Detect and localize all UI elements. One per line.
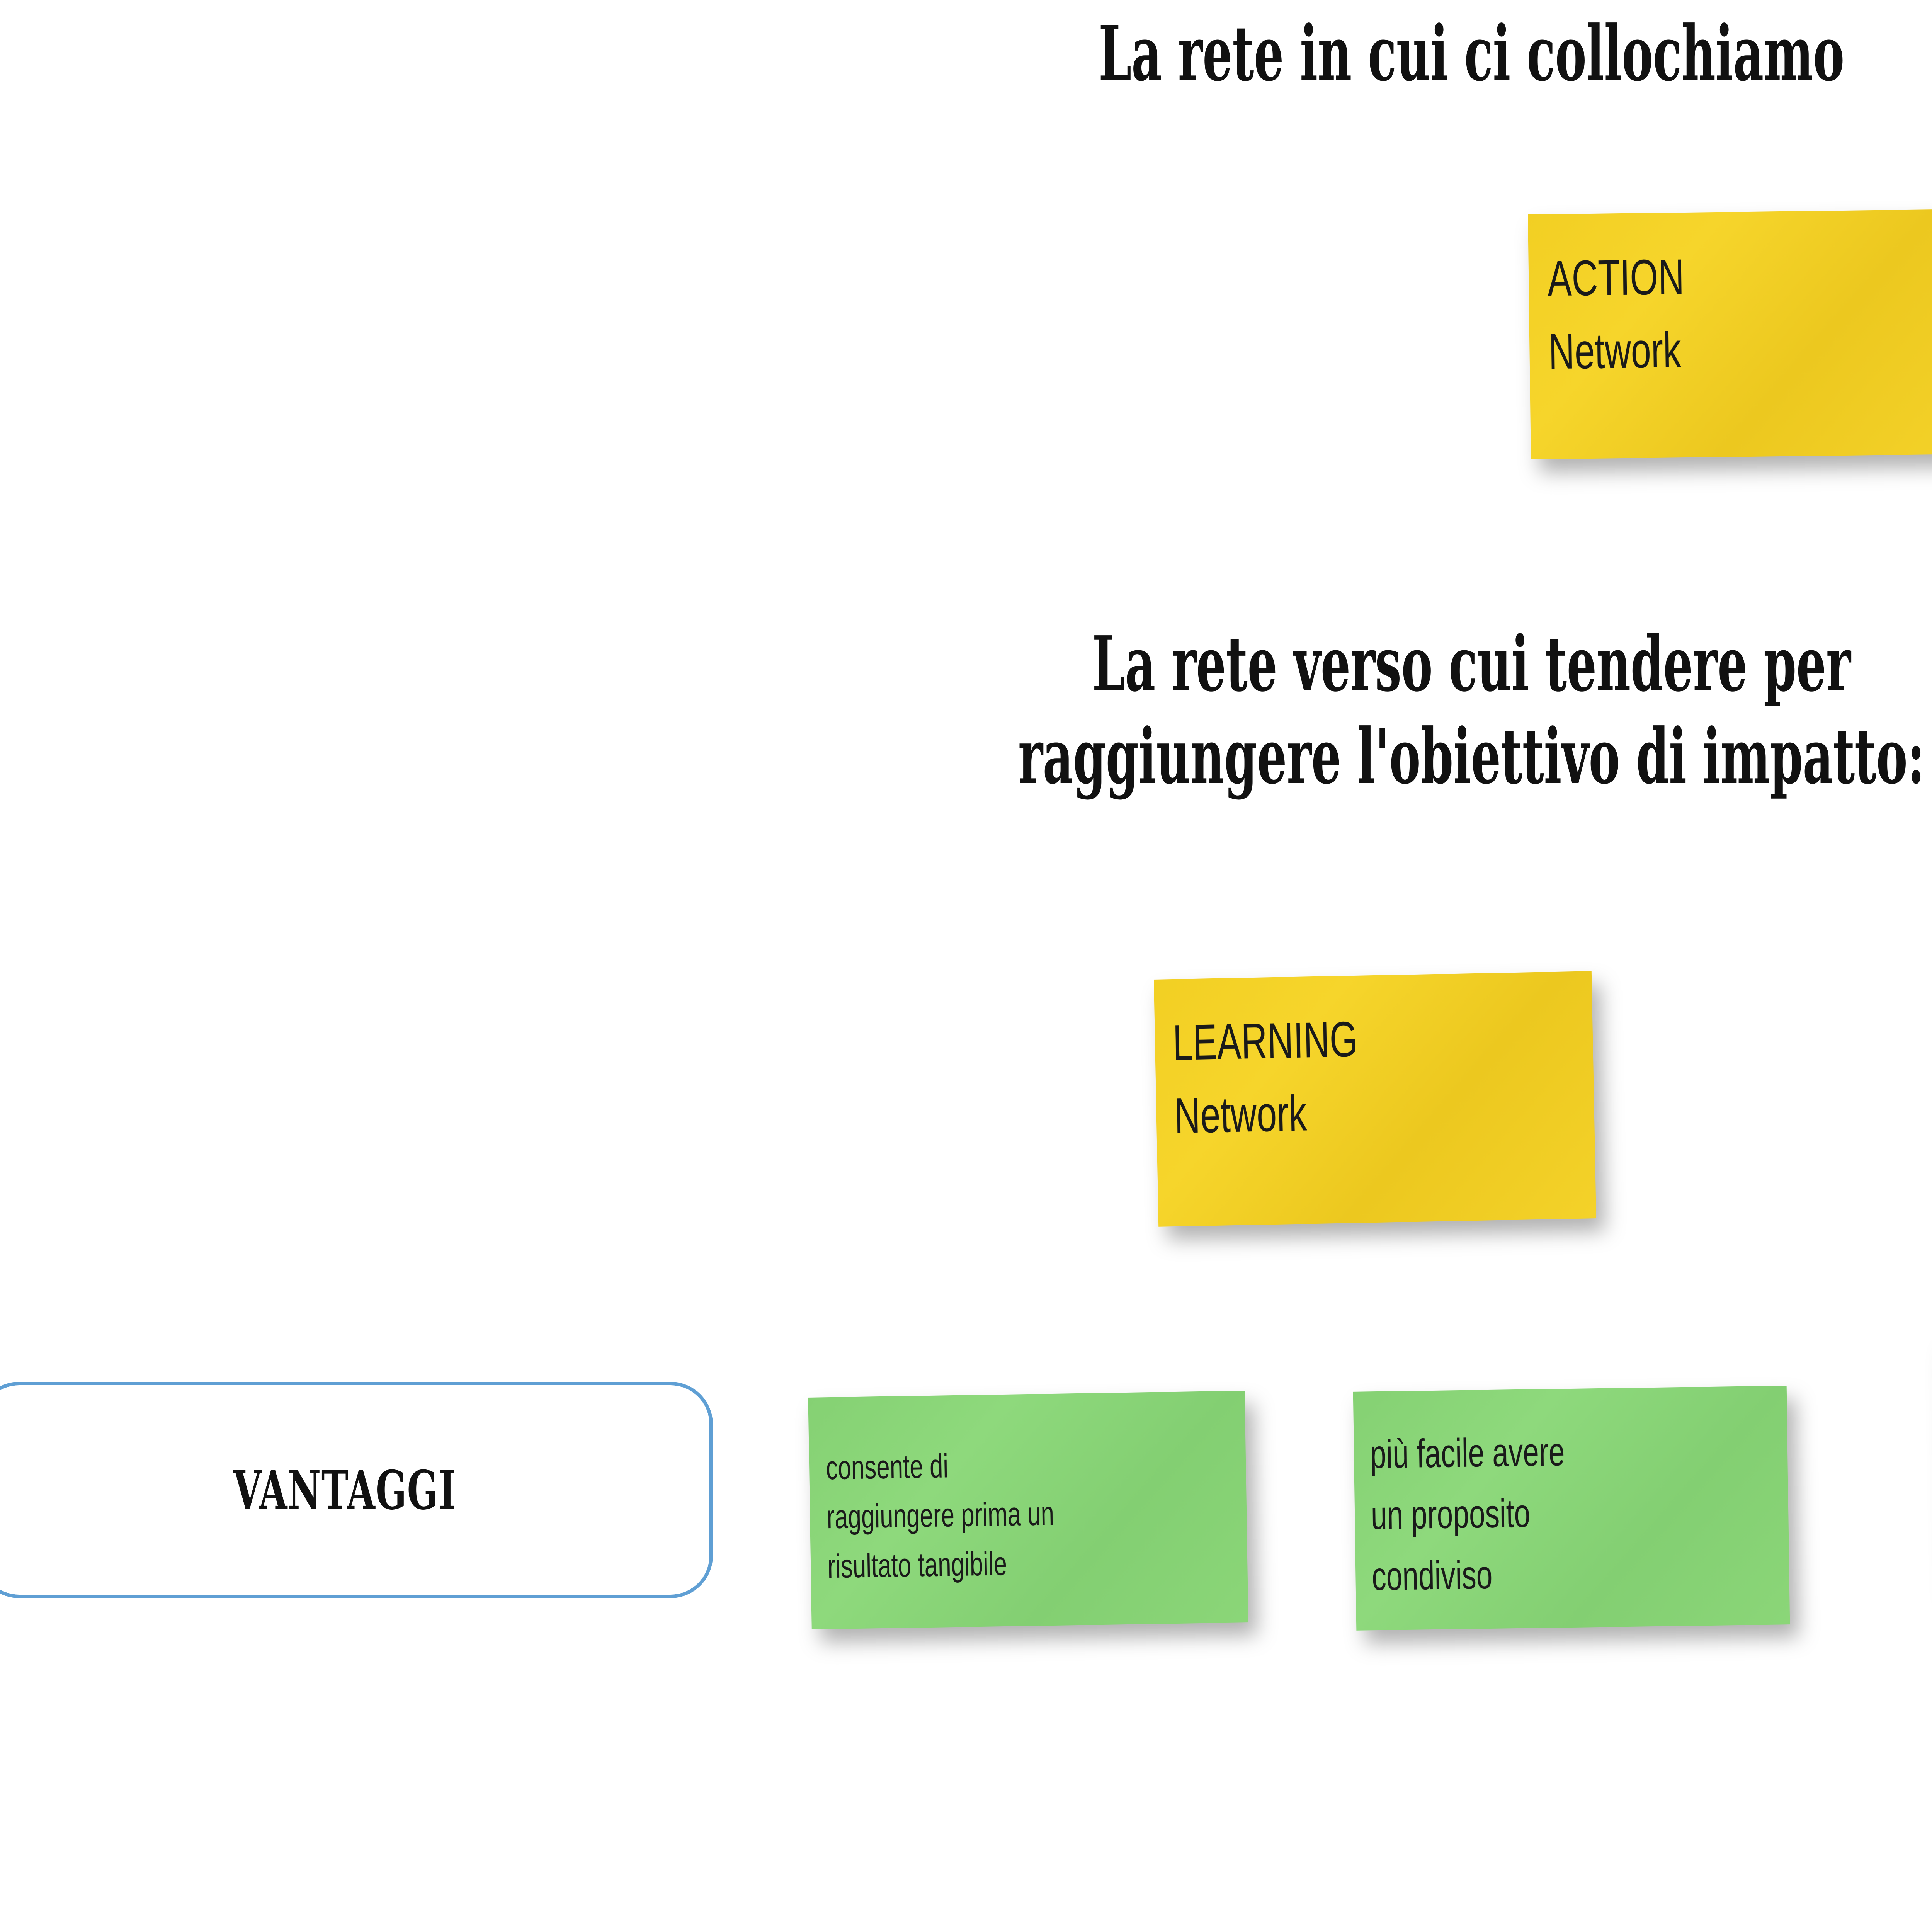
sticky-note-vantaggio-2[interactable]: più facile avere un proposito condiviso [1353,1386,1790,1631]
row-label-vantaggi-text: VANTAGGI [233,1458,456,1522]
sticky-note-vantaggio-2-text: più facile avere un proposito condiviso [1369,1429,1565,1599]
sticky-note-vantaggio-1[interactable]: consente di raggiungere prima un risulta… [808,1391,1248,1629]
section-subtitle: La rete verso cui tendere per raggiunger… [1018,620,1925,801]
sticky-note-learning-network-label: LEARNING Network [1172,1010,1359,1144]
page-title: La rete in cui ci collochiamo [1098,9,1844,98]
sticky-note-vantaggio-1-text: consente di raggiungere prima un risulta… [825,1447,1054,1585]
sticky-note-action-network-label: ACTION Network [1547,248,1685,379]
row-label-vantaggi[interactable]: VANTAGGI [0,1382,713,1598]
sticky-note-learning-network[interactable]: LEARNING Network [1153,971,1597,1227]
sticky-note-action-network[interactable]: ACTION Network [1528,209,1932,459]
